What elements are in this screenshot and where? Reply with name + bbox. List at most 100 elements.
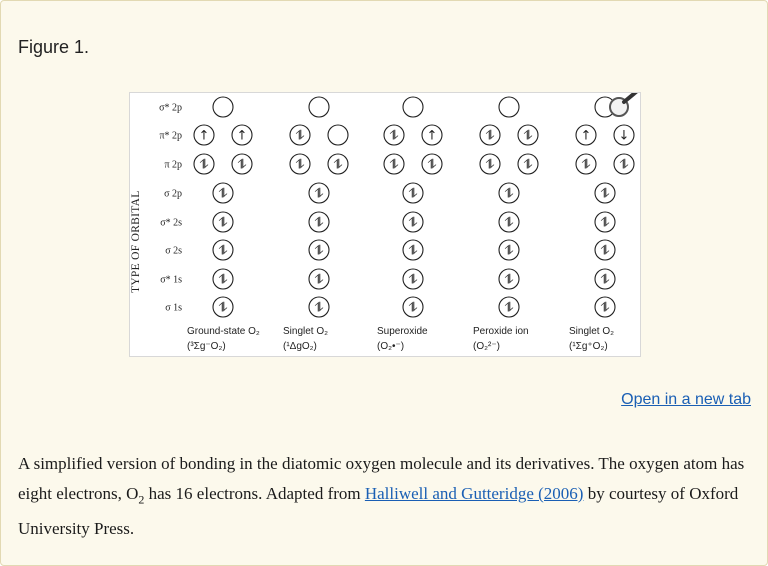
orbital-circle <box>308 296 330 318</box>
orbital-circle <box>613 124 635 146</box>
column-name: Ground-state O₂ <box>187 326 260 337</box>
column-name: Singlet O₂ <box>569 326 614 337</box>
orbital-label: σ 2p <box>164 189 182 200</box>
orbital-circle <box>308 239 330 261</box>
electron-arrow: ↑ <box>237 129 248 144</box>
orbital-circle <box>308 211 330 233</box>
electron-arrow: ⥮ <box>314 301 323 316</box>
electron-arrow: ⥮ <box>218 244 227 259</box>
open-in-new-tab-link[interactable]: Open in a new tab <box>621 391 751 408</box>
electron-arrow: ⥮ <box>523 129 532 144</box>
caption-text-1: A simplified version of bonding in the d… <box>18 454 745 503</box>
electron-arrow: ↑ <box>427 129 438 144</box>
orbital-circle <box>402 182 424 204</box>
magnifier-icon[interactable] <box>593 90 639 128</box>
electron-arrow: ⥮ <box>389 129 398 144</box>
orbital-circle <box>594 211 616 233</box>
caption-text-3: by courtesy of Oxford University Press. <box>18 484 739 539</box>
orbital-circle <box>594 182 616 204</box>
orbital-circle <box>402 239 424 261</box>
orbital-circle <box>613 153 635 175</box>
orbital-circle <box>421 124 443 146</box>
orbital-circle <box>479 153 501 175</box>
electron-arrow: ↑ <box>199 129 210 144</box>
electron-arrow: ⥮ <box>408 244 417 259</box>
electron-arrow: ⥮ <box>485 158 494 173</box>
orbital-circle <box>212 96 234 118</box>
orbital-circle <box>498 296 520 318</box>
orbital-circle <box>594 268 616 290</box>
electron-arrow: ⥮ <box>427 158 436 173</box>
citation-link[interactable]: Halliwell and Gutteridge (2006) <box>364 484 584 503</box>
column-formula: (³Σg⁻O₂) <box>187 341 226 352</box>
electron-arrow: ⥮ <box>600 244 609 259</box>
orbital-circle <box>402 211 424 233</box>
electron-arrow: ⥮ <box>485 129 494 144</box>
orbital-circle <box>575 124 597 146</box>
electron-arrow: ⥮ <box>619 158 628 173</box>
orbital-circle <box>212 296 234 318</box>
orbital-circle <box>212 239 234 261</box>
orbital-circle <box>231 124 253 146</box>
electron-arrow: ⥮ <box>581 158 590 173</box>
orbital-circle <box>327 153 349 175</box>
orbital-circle <box>517 153 539 175</box>
electron-arrow: ⥮ <box>314 187 323 202</box>
electron-arrow: ⥮ <box>408 216 417 231</box>
electron-arrow: ⥮ <box>218 216 227 231</box>
orbital-circle <box>308 268 330 290</box>
orbital-label: π* 2p <box>159 131 182 142</box>
orbital-circle <box>421 153 443 175</box>
orbital-circle <box>327 124 349 146</box>
orbital-label: σ* 2p <box>159 103 182 114</box>
electron-arrow: ↓ <box>619 129 630 144</box>
orbital-circle <box>289 153 311 175</box>
column-formula: (¹Σg⁺O₂) <box>569 341 608 352</box>
figure-caption: A simplified version of bonding in the d… <box>18 449 748 544</box>
orbital-circle <box>479 124 501 146</box>
caption-text-2: has 16 electrons. Adapted from <box>144 484 365 503</box>
electron-arrow: ⥮ <box>504 301 513 316</box>
orbital-circle <box>594 296 616 318</box>
electron-arrow: ↑ <box>581 129 592 144</box>
orbital-label: π 2p <box>164 160 182 171</box>
orbital-label: σ* 1s <box>160 275 182 286</box>
electron-arrow: ⥮ <box>504 216 513 231</box>
orbital-circle <box>498 268 520 290</box>
electron-arrow: ⥮ <box>218 187 227 202</box>
axis-label: TYPE OF ORBITAL <box>130 190 142 293</box>
electron-arrow: ⥮ <box>504 244 513 259</box>
orbital-circle <box>212 182 234 204</box>
orbital-label: σ 1s <box>165 303 182 314</box>
orbital-label: σ 2s <box>165 246 182 257</box>
orbital-circle <box>517 124 539 146</box>
orbital-circle <box>575 153 597 175</box>
electron-arrow: ⥮ <box>295 158 304 173</box>
electron-arrow: ⥮ <box>600 216 609 231</box>
electron-arrow: ⥮ <box>237 158 246 173</box>
electron-arrow: ⥮ <box>218 273 227 288</box>
orbital-circle <box>193 153 215 175</box>
electron-arrow: ⥮ <box>600 187 609 202</box>
orbital-circle <box>289 124 311 146</box>
orbital-circle <box>212 211 234 233</box>
orbital-circle <box>402 96 424 118</box>
electron-arrow: ⥮ <box>389 158 398 173</box>
electron-arrow: ⥮ <box>408 273 417 288</box>
electron-arrow: ⥮ <box>333 158 342 173</box>
electron-arrow: ⥮ <box>504 187 513 202</box>
electron-arrow: ⥮ <box>218 301 227 316</box>
electron-arrow: ⥮ <box>504 273 513 288</box>
orbital-circle <box>193 124 215 146</box>
orbital-circle <box>402 268 424 290</box>
orbital-circle <box>383 124 405 146</box>
electron-arrow: ⥮ <box>408 187 417 202</box>
orbital-circle <box>308 182 330 204</box>
orbital-circle <box>212 268 234 290</box>
column-formula: (O₂•⁻) <box>377 341 404 352</box>
orbital-circle <box>231 153 253 175</box>
orbital-circle <box>498 182 520 204</box>
